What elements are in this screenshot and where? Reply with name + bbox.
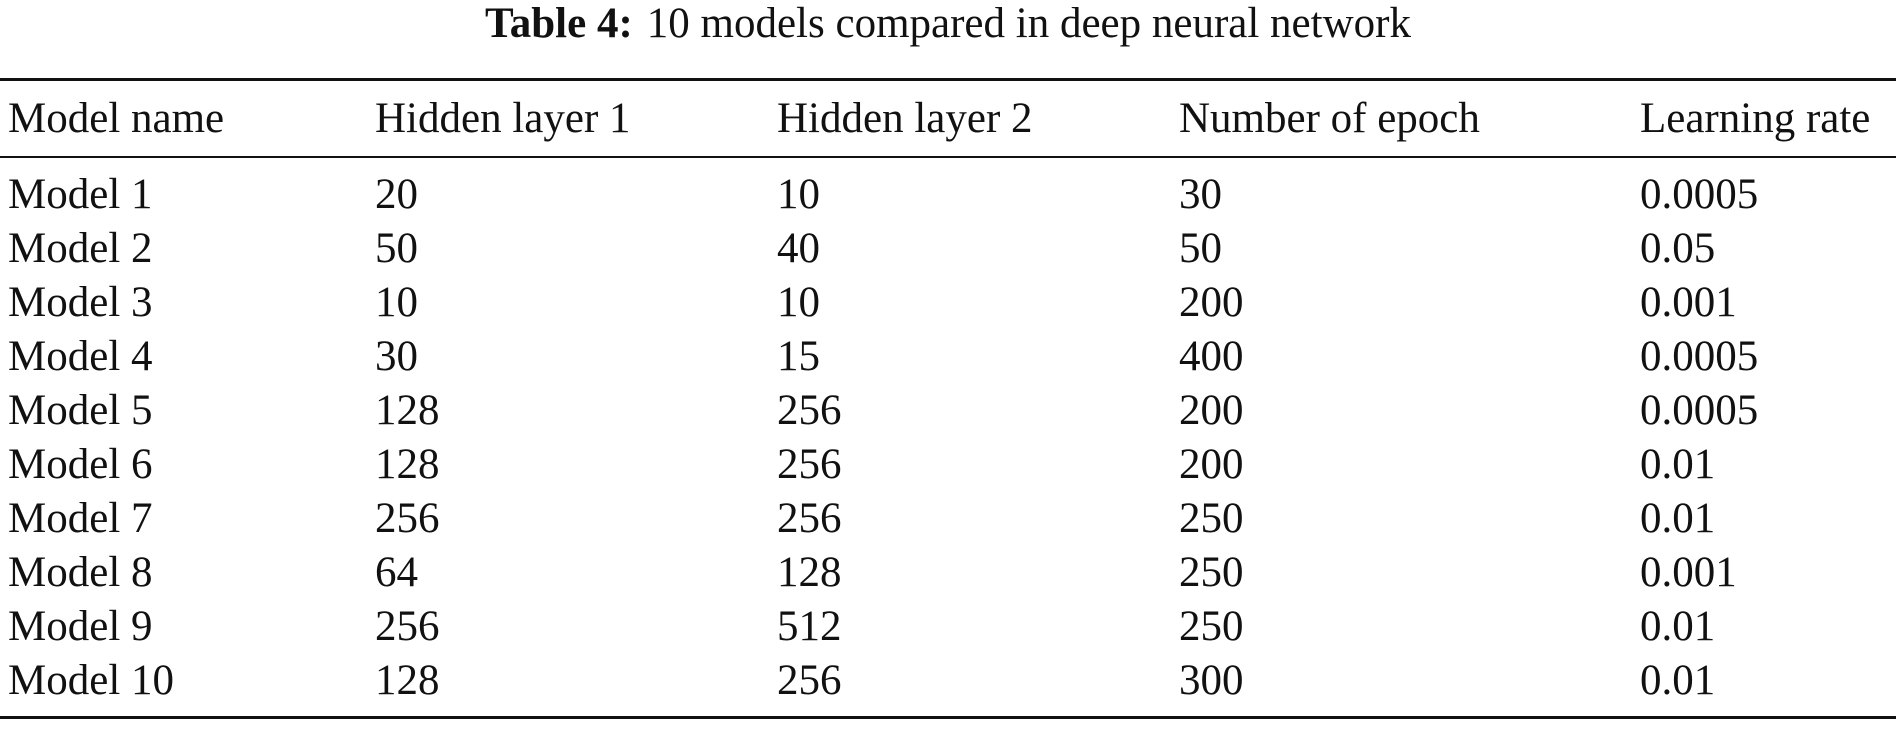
cell-learning-rate: 0.01 [1640,441,1716,488]
cell-model-name: Model 8 [8,549,153,596]
cell-hidden-layer-2: 128 [777,549,842,596]
cell-hidden-layer-2: 256 [777,387,842,434]
cell-hidden-layer-1: 128 [367,654,769,719]
cell-learning-rate: 0.0005 [1640,333,1759,380]
cell-hidden-layer-2: 10 [777,279,820,326]
cell-learning-rate: 0.01 [1632,654,1896,719]
table-row: Model 3 10 10 200 0.001 [0,276,1896,330]
cell-learning-rate: 0.01 [1640,495,1716,542]
table-row: Model 5 128 256 200 0.0005 [0,384,1896,438]
cell-learning-rate: 0.05 [1640,225,1716,272]
cell-hidden-layer-2: 40 [777,225,820,272]
table-row: Model 7 256 256 250 0.01 [0,492,1896,546]
cell-hidden-layer-1: 128 [375,441,440,488]
cell-learning-rate: 0.001 [1640,549,1737,596]
cell-hidden-layer-1: 64 [375,549,418,596]
cell-hidden-layer-2: 256 [769,654,1171,719]
cell-learning-rate: 0.001 [1640,279,1737,326]
table-row: Model 2 50 40 50 0.05 [0,222,1896,276]
cell-model-name: Model 5 [8,387,153,434]
table-row: Model 10 128 256 300 0.01 [0,654,1896,719]
cell-learning-rate: 0.0005 [1640,171,1759,218]
cell-learning-rate: 0.01 [1640,603,1716,650]
cell-hidden-layer-2: 15 [777,333,820,380]
cell-learning-rate: 0.0005 [1640,387,1759,434]
cell-hidden-layer-1: 128 [375,387,440,434]
table-caption-text: 10 models compared in deep neural networ… [646,0,1411,47]
header-number-of-epoch: Number of epoch [1171,78,1632,158]
cell-number-of-epoch: 200 [1179,441,1244,488]
table-body: Model 1 20 10 30 0.0005 Model 2 50 40 50… [0,157,1896,719]
cell-number-of-epoch: 250 [1179,603,1244,650]
cell-hidden-layer-2: 10 [777,171,820,218]
cell-number-of-epoch: 250 [1179,549,1244,596]
header-hidden-layer-2: Hidden layer 2 [769,78,1171,158]
cell-number-of-epoch: 200 [1179,387,1244,434]
models-table-container: Model name Hidden layer 1 Hidden layer 2… [0,78,1896,719]
cell-model-name: Model 7 [8,495,153,542]
cell-model-name: Model 4 [8,333,153,380]
cell-number-of-epoch: 50 [1179,225,1222,272]
cell-hidden-layer-2: 256 [777,495,842,542]
cell-hidden-layer-1: 10 [375,279,418,326]
table-row: Model 4 30 15 400 0.0005 [0,330,1896,384]
cell-model-name: Model 1 [8,171,153,218]
table-caption-label: Table 4: [485,0,633,47]
cell-hidden-layer-1: 30 [375,333,418,380]
cell-number-of-epoch: 300 [1171,654,1632,719]
cell-number-of-epoch: 400 [1179,333,1244,380]
cell-model-name: Model 9 [8,603,153,650]
cell-model-name: Model 3 [8,279,153,326]
cell-model-name: Model 2 [8,225,153,272]
cell-hidden-layer-2: 256 [777,441,842,488]
cell-model-name: Model 10 [0,654,367,719]
cell-number-of-epoch: 250 [1179,495,1244,542]
cell-model-name: Model 6 [8,441,153,488]
header-row: Model name Hidden layer 1 Hidden layer 2… [0,78,1896,158]
table-row: Model 1 20 10 30 0.0005 [0,157,1896,222]
cell-hidden-layer-1: 50 [375,225,418,272]
cell-number-of-epoch: 200 [1179,279,1244,326]
header-learning-rate: Learning rate [1632,78,1896,158]
header-hidden-layer-1: Hidden layer 1 [367,78,769,158]
table-header: Model name Hidden layer 1 Hidden layer 2… [0,78,1896,158]
header-model-name: Model name [0,78,367,158]
table-caption: Table 4: 10 models compared in deep neura… [0,0,1896,60]
table-row: Model 8 64 128 250 0.001 [0,546,1896,600]
table-row: Model 9 256 512 250 0.01 [0,600,1896,654]
table-row: Model 6 128 256 200 0.01 [0,438,1896,492]
cell-hidden-layer-1: 256 [375,495,440,542]
cell-hidden-layer-1: 256 [375,603,440,650]
cell-number-of-epoch: 30 [1179,171,1222,218]
models-table: Model name Hidden layer 1 Hidden layer 2… [0,78,1896,719]
cell-hidden-layer-1: 20 [375,171,418,218]
cell-hidden-layer-2: 512 [777,603,842,650]
